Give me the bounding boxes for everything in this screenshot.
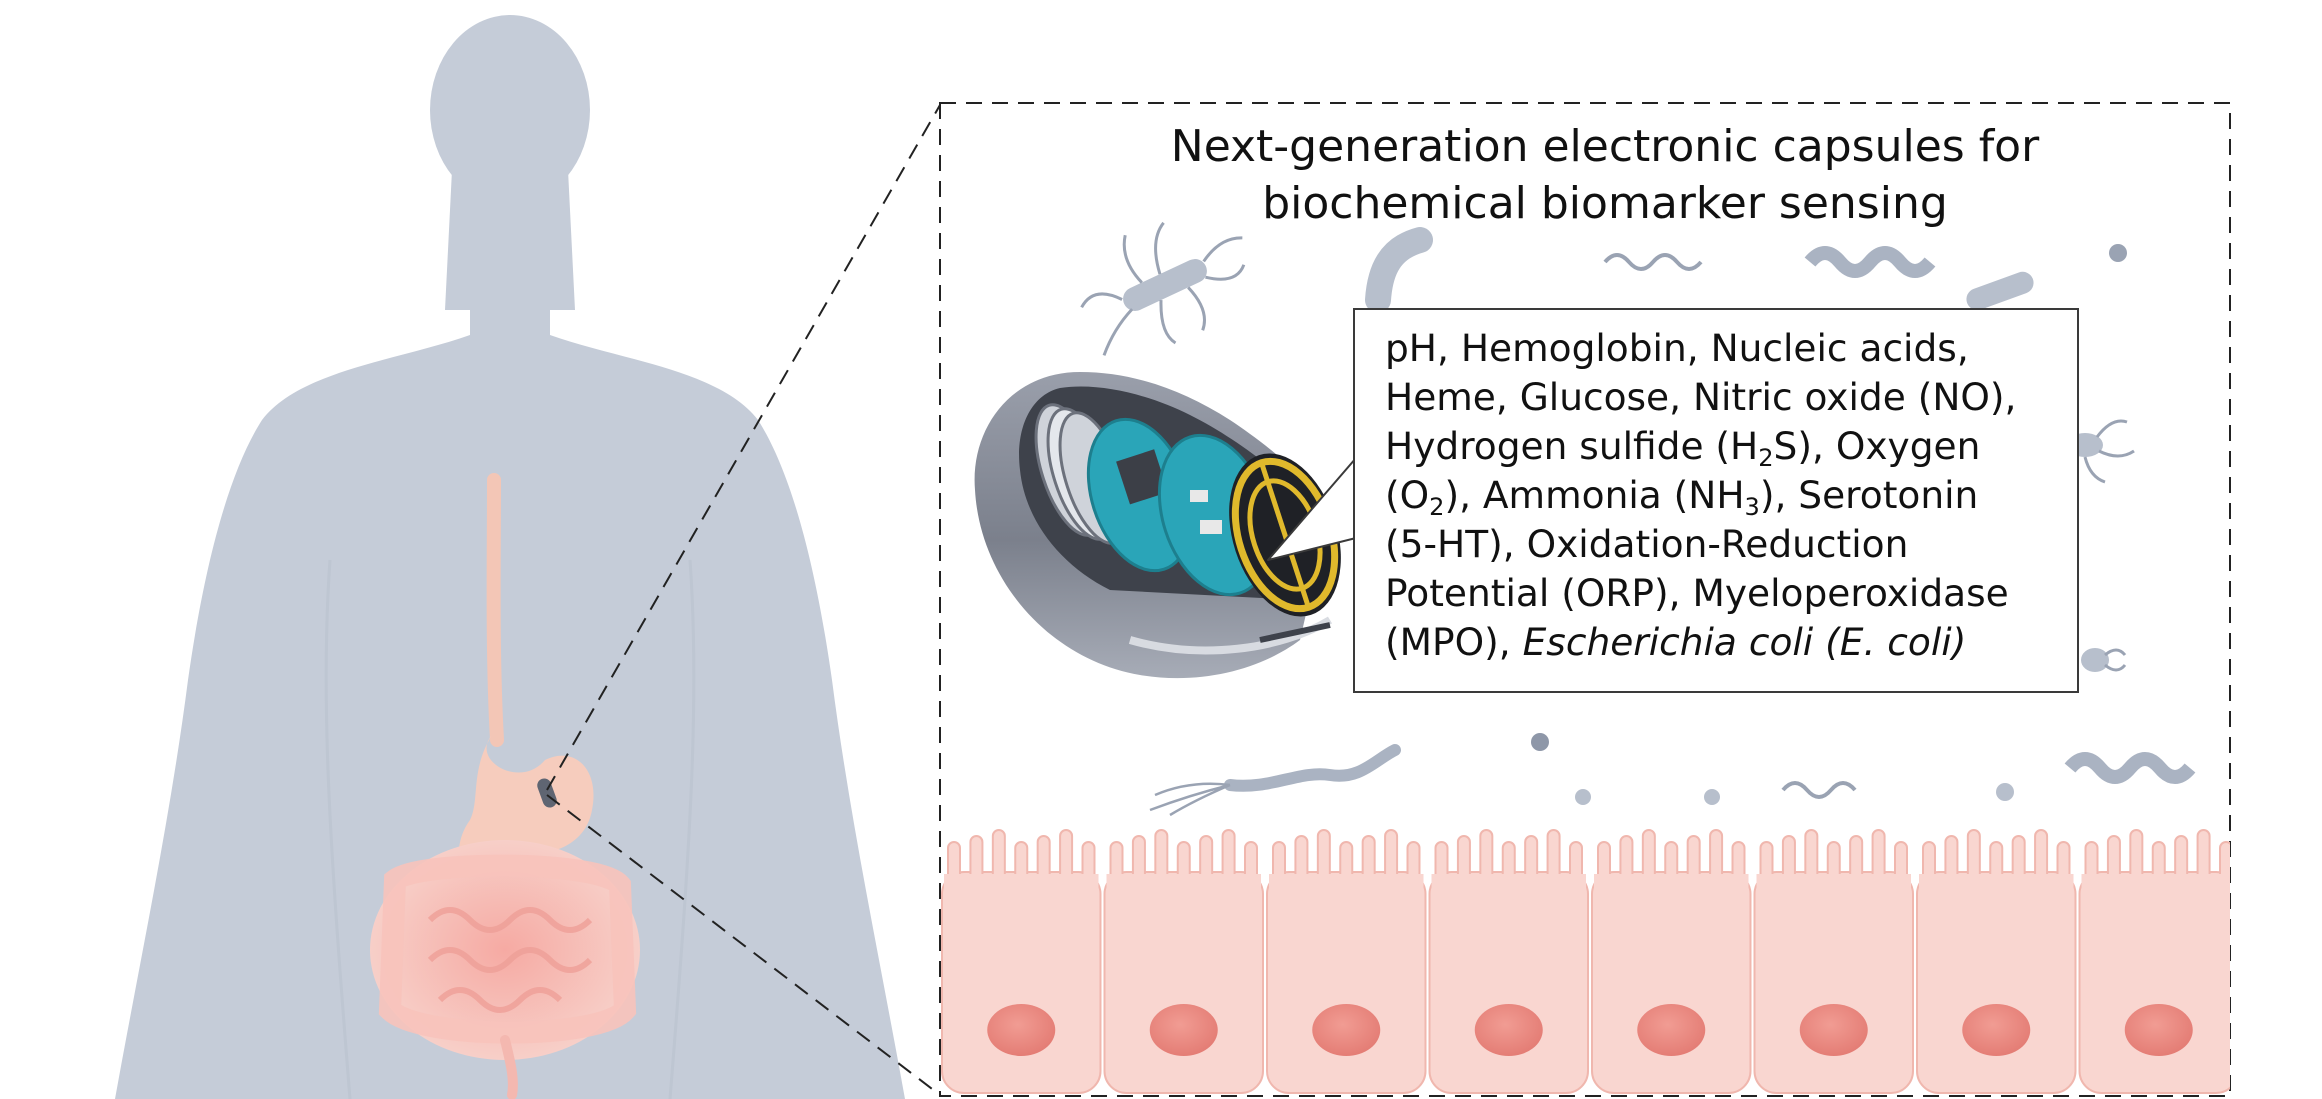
epithelial-cell: [1103, 871, 1264, 1094]
text-oxygen: S), Oxygen: [1773, 424, 1981, 468]
text-e-coli: Escherichia coli (E. coli): [1522, 620, 1967, 664]
biomarker-line-1: pH, Hemoglobin, Nucleic acids,: [1385, 326, 1969, 370]
epithelial-cell: [1916, 871, 2077, 1094]
microbes: [1080, 221, 2196, 817]
biomarker-line-7: (MPO), Escherichia coli (E. coli): [1385, 618, 2057, 667]
zoom-lines: [546, 104, 941, 1096]
subscript-3: 3: [1744, 493, 1760, 521]
cell-nucleus: [1149, 1004, 1218, 1056]
cell-nucleus: [1312, 1004, 1381, 1056]
capsule-in-stomach: [537, 778, 557, 808]
text-o2-open: (O: [1385, 473, 1430, 517]
epithelial-cell: [941, 871, 1102, 1094]
subscript-2: 2: [1429, 493, 1445, 521]
epithelial-cell: [1591, 871, 1752, 1094]
intestines: [370, 840, 640, 1060]
cell-nucleus: [1799, 1004, 1868, 1056]
epithelial-cell: [1266, 871, 1427, 1094]
biomarker-line-5: (5-HT), Oxidation-Reduction: [1385, 522, 1909, 566]
sensor-coil: [1229, 453, 1341, 617]
epithelial-cell: [1753, 871, 1914, 1094]
biomarker-line-4: (O2), Ammonia (NH3), Serotonin: [1385, 471, 2057, 520]
human-silhouette: [115, 15, 905, 1099]
text-ammonia: ), Ammonia (NH: [1444, 473, 1745, 517]
biomarker-line-2: Heme, Glucose, Nitric oxide (NO),: [1385, 375, 2017, 419]
diagram-title: Next-generation electronic capsules for …: [985, 118, 2225, 232]
biomarker-line-3: Hydrogen sulfide (H2S), Oxygen: [1385, 422, 2057, 471]
cell-nucleus: [2124, 1004, 2193, 1056]
title-line-1: Next-generation electronic capsules for: [1170, 121, 2040, 172]
title-line-2: biochemical biomarker sensing: [1262, 178, 1948, 229]
biomarker-line-6: Potential (ORP), Myeloperoxidase: [1385, 571, 2009, 615]
epithelial-cell: [2078, 871, 2230, 1094]
intestinal-epithelium: [941, 829, 2230, 1094]
text-mpo: (MPO),: [1385, 620, 1523, 664]
cell-nucleus: [1474, 1004, 1543, 1056]
electronic-capsule: [974, 372, 1341, 679]
subscript-2: 2: [1758, 444, 1774, 472]
digestive-tract: [370, 473, 640, 1099]
text-serotonin: ), Serotonin: [1759, 473, 1979, 517]
cell-nucleus: [987, 1004, 1056, 1056]
biomarker-callout-box: pH, Hemoglobin, Nucleic acids, Heme, Glu…: [1353, 308, 2079, 693]
cell-nucleus: [1962, 1004, 2031, 1056]
epithelial-cell: [1428, 871, 1589, 1094]
text-hydrogen-sulfide: Hydrogen sulfide (H: [1385, 424, 1759, 468]
cell-nucleus: [1637, 1004, 1706, 1056]
